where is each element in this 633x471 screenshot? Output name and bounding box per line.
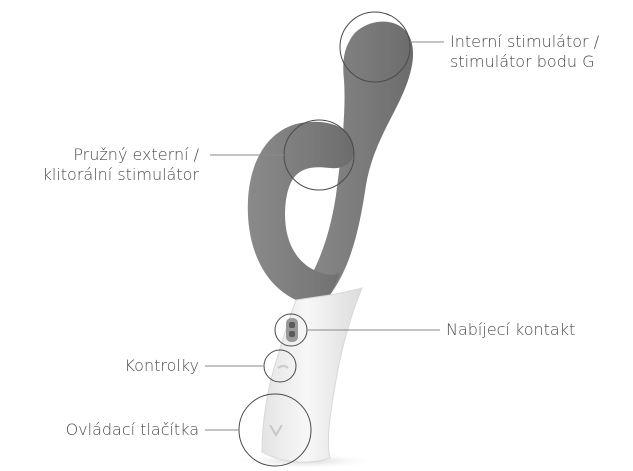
label-external-line2: klitorální stimulátor [43, 165, 199, 185]
label-external-line1: Pružný externí / [43, 145, 199, 165]
label-buttons-text: Ovládací tlačítka [66, 420, 199, 440]
label-internal-line2: stimulátor bodu G [450, 52, 599, 72]
charging-pin-top [289, 322, 295, 328]
handle [262, 288, 362, 462]
label-external-stimulator: Pružný externí / klitorální stimulátor [43, 145, 199, 185]
label-internal-stimulator: Interní stimulátor / stimulátor bodu G [450, 32, 599, 72]
label-charging-text: Nabíjecí kontakt [446, 320, 575, 340]
label-charging-contact: Nabíjecí kontakt [446, 320, 575, 340]
charging-pin-bottom [289, 331, 295, 337]
label-control-buttons: Ovládací tlačítka [66, 420, 199, 440]
charging-contact-pins [286, 318, 298, 342]
label-internal-line1: Interní stimulátor / [450, 32, 599, 52]
label-indicators: Kontrolky [124, 356, 199, 376]
label-indicators-text: Kontrolky [124, 356, 199, 376]
